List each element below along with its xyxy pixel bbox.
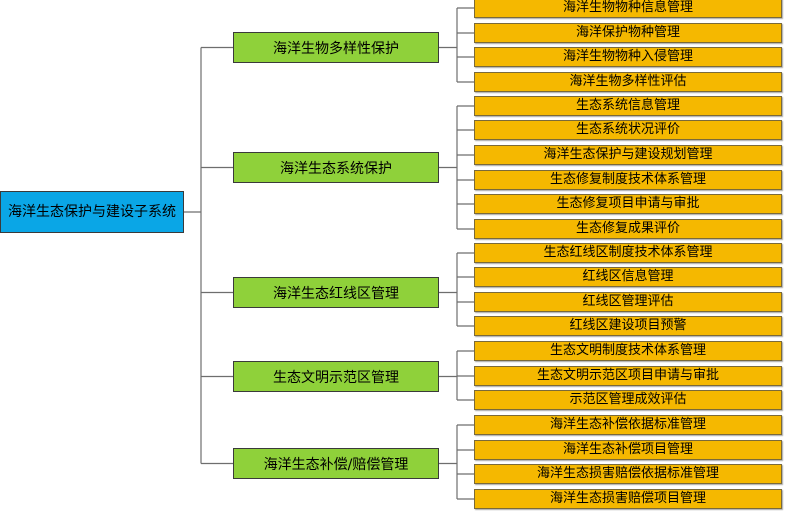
leaf-node: 生态文明制度技术体系管理	[474, 341, 782, 361]
leaf-node: 生态红线区制度技术体系管理	[474, 243, 782, 263]
leaf-node: 生态修复项目申请与审批	[474, 194, 782, 214]
leaf-node: 海洋生态补偿项目管理	[474, 440, 782, 460]
leaf-node: 生态系统状况评价	[474, 120, 782, 140]
category-node-ecosystem: 海洋生态系统保护	[233, 152, 439, 183]
leaf-node: 海洋生态保护与建设规划管理	[474, 145, 782, 165]
leaf-node: 海洋生态损害赔偿依据标准管理	[474, 464, 782, 484]
category-node-compensation: 海洋生态补偿/赔偿管理	[233, 448, 439, 479]
leaf-node: 生态修复制度技术体系管理	[474, 170, 782, 190]
leaf-node: 红线区信息管理	[474, 267, 782, 287]
leaf-node: 海洋生物物种信息管理	[474, 0, 782, 18]
category-node-demonstration: 生态文明示范区管理	[233, 361, 439, 392]
leaf-node: 海洋生态补偿依据标准管理	[474, 415, 782, 435]
leaf-node: 海洋生态损害赔偿项目管理	[474, 489, 782, 509]
leaf-node: 生态系统信息管理	[474, 96, 782, 116]
leaf-node: 红线区建设项目预警	[474, 316, 782, 336]
leaf-node: 生态文明示范区项目申请与审批	[474, 366, 782, 386]
leaf-node: 生态修复成果评价	[474, 219, 782, 239]
leaf-node: 示范区管理成效评估	[474, 390, 782, 410]
leaf-node: 海洋生物物种入侵管理	[474, 47, 782, 67]
category-node-biodiversity: 海洋生物多样性保护	[233, 32, 439, 63]
root-node: 海洋生态保护与建设子系统	[0, 191, 184, 233]
leaf-node: 红线区管理评估	[474, 292, 782, 312]
leaf-node: 海洋保护物种管理	[474, 23, 782, 43]
leaf-node: 海洋生物多样性评估	[474, 72, 782, 92]
category-node-redline: 海洋生态红线区管理	[233, 277, 439, 308]
